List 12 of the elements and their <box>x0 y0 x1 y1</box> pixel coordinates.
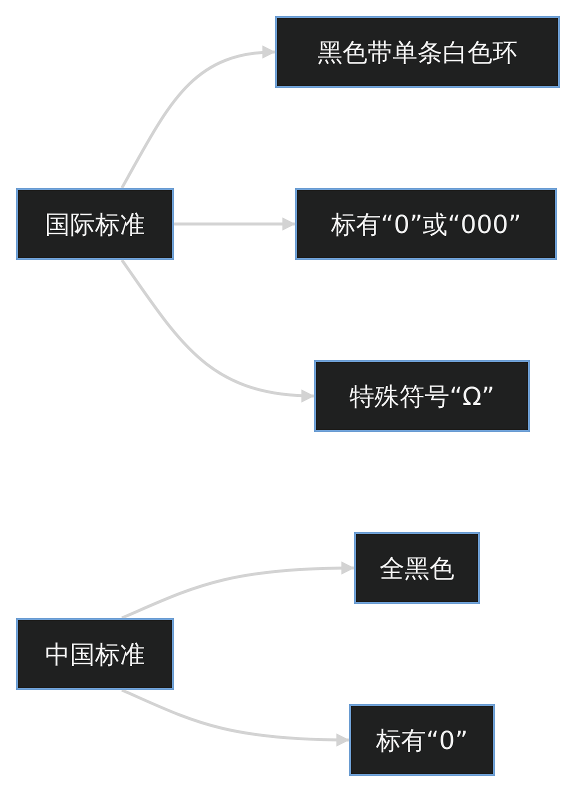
arrow <box>121 562 355 620</box>
arrow <box>121 688 350 746</box>
item-box: 标有“0”或“000” <box>295 188 557 260</box>
arrow <box>174 217 296 231</box>
arrow <box>120 259 315 402</box>
item-box: 特殊符号“Ω” <box>314 360 530 432</box>
arrow <box>120 46 276 189</box>
item-box: 全黑色 <box>354 532 480 604</box>
category-box: 国际标准 <box>16 188 174 260</box>
item-box: 标有“0” <box>349 704 495 776</box>
category-box: 中国标准 <box>16 618 174 690</box>
item-box: 黑色带单条白色环 <box>275 16 560 88</box>
